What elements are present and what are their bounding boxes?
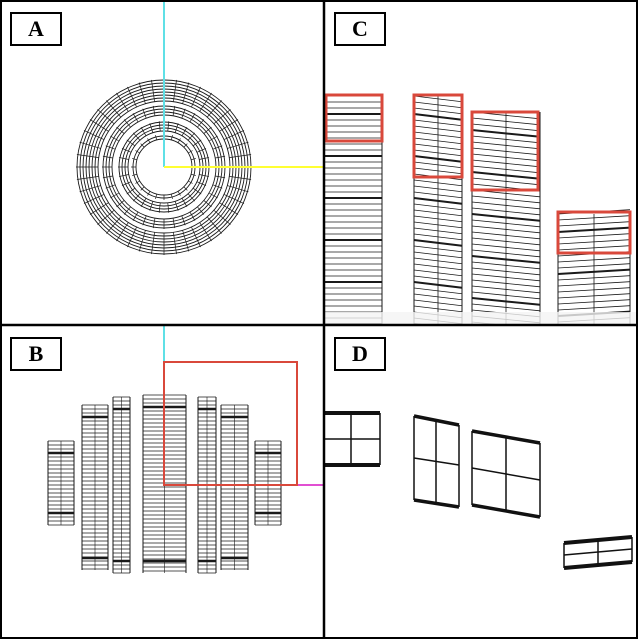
bottom-fade — [324, 312, 638, 325]
panel-a-label: A — [10, 12, 62, 46]
module-frame-3 — [471, 429, 541, 519]
panel-b: B — [0, 325, 324, 639]
panel-c: C — [324, 0, 638, 325]
zoom-region-box — [163, 361, 298, 486]
panel-b-label: B — [10, 337, 62, 371]
panel-d-canvas — [324, 411, 633, 570]
panel-c-canvas — [324, 93, 638, 325]
panel-d: D — [324, 325, 638, 639]
panel-b-canvas — [47, 325, 324, 574]
panel-a-canvas — [76, 0, 324, 255]
panel-a: A — [0, 0, 324, 325]
panel-c-label: C — [334, 12, 386, 46]
module-frame-2 — [413, 414, 460, 509]
panel-d-label: D — [334, 337, 386, 371]
module-frame-1 — [324, 411, 381, 467]
module-frame-4 — [563, 535, 633, 570]
